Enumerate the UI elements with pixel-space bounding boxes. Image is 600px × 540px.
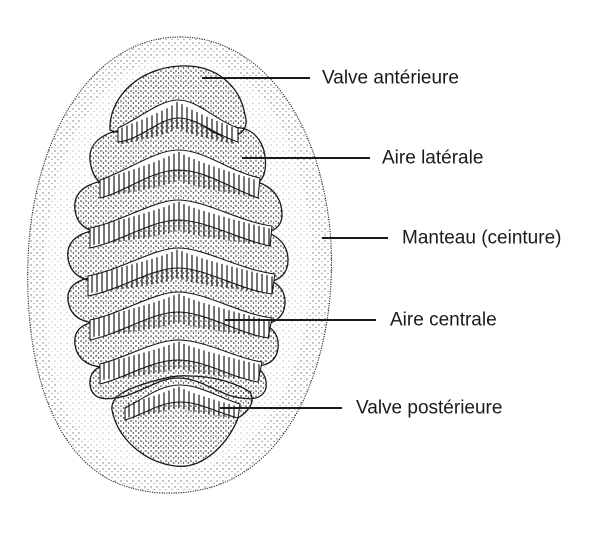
- label-valve-anterieure: Valve antérieure: [322, 67, 459, 89]
- label-valve-posterieure: Valve postérieure: [356, 397, 503, 419]
- label-manteau: Manteau (ceinture): [402, 227, 562, 249]
- label-aire-laterale: Aire latérale: [382, 147, 484, 169]
- label-aire-centrale: Aire centrale: [390, 309, 497, 331]
- leader-lines: [202, 77, 388, 409]
- hatch-lines: [91, 102, 273, 419]
